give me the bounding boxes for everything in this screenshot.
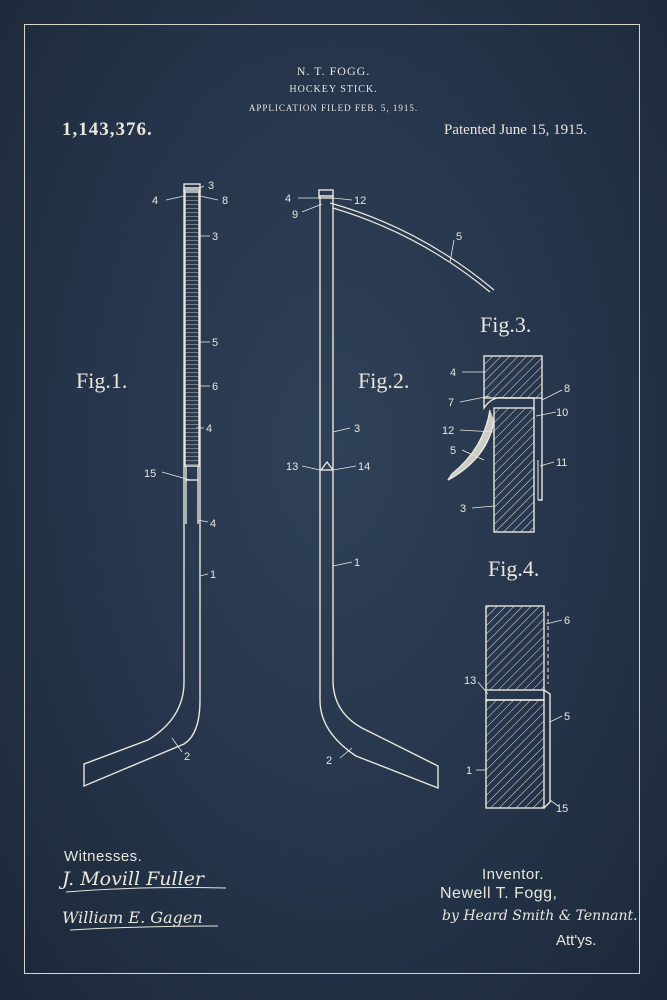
fig4-callout: 15 bbox=[556, 803, 568, 815]
fig2-callout: 13 bbox=[286, 461, 298, 473]
fig3-callout: 11 bbox=[556, 457, 567, 469]
header-title: HOCKEY STICK. bbox=[289, 84, 378, 95]
fig3-callout: 5 bbox=[450, 445, 456, 457]
fig4-callout: 6 bbox=[564, 615, 570, 627]
fig2-callouts: 4 12 9 5 3 13 14 1 2 bbox=[285, 193, 462, 767]
fig1-callout: 4 bbox=[152, 195, 158, 207]
fig2-callout: 1 bbox=[354, 557, 360, 569]
header-inventor: N. T. FOGG. bbox=[296, 64, 371, 78]
fig4-label: Fig.4. bbox=[488, 556, 540, 581]
witnesses-label: Witnesses. bbox=[64, 848, 143, 865]
fig2-callout: 12 bbox=[354, 195, 366, 207]
header-filed-date: APPLICATION FILED FEB. 5, 1915. bbox=[248, 103, 419, 113]
fig4-callout: 5 bbox=[564, 711, 570, 723]
witness2-signature: William E. Gagen bbox=[62, 908, 203, 927]
fig2-drawing bbox=[318, 189, 495, 790]
attorneys-signature: by Heard Smith & Tennant. bbox=[442, 908, 638, 924]
fig2-callout: 3 bbox=[354, 423, 360, 435]
fig3-callout: 7 bbox=[448, 397, 454, 409]
fig4-drawing bbox=[485, 605, 551, 809]
fig2-callout: 14 bbox=[358, 461, 370, 473]
signature-underlines bbox=[65, 887, 227, 931]
fig3-callout: 4 bbox=[450, 367, 456, 379]
fig2-label: Fig.2. bbox=[358, 368, 410, 393]
patent-date: Patented June 15, 1915. bbox=[444, 122, 587, 138]
inventor-label: Inventor. bbox=[482, 866, 545, 883]
fig2-callout-leaders bbox=[298, 197, 455, 759]
attorneys-label: Att'ys. bbox=[556, 932, 597, 949]
fig1-callout-leaders bbox=[161, 185, 219, 753]
fig1-callouts: 3 4 8 3 5 6 4 15 4 1 2 bbox=[144, 180, 228, 763]
witness1-signature: J. Movill Fuller bbox=[62, 868, 205, 890]
fig2-callout: 5 bbox=[456, 231, 462, 243]
fig1-callout: 2 bbox=[184, 751, 190, 763]
fig3-callouts: 4 7 8 10 12 5 11 3 bbox=[442, 367, 570, 515]
fig3-callout-leaders bbox=[459, 371, 563, 509]
fig4-callout: 13 bbox=[464, 675, 476, 687]
fig2-callout: 4 bbox=[285, 193, 291, 205]
fig3-callout: 3 bbox=[460, 503, 466, 515]
fig3-callout: 12 bbox=[442, 425, 454, 437]
fig1-callout: 1 bbox=[210, 569, 216, 581]
fig4-callout-leaders bbox=[476, 619, 563, 807]
fig4-callout: 1 bbox=[466, 765, 472, 777]
fig2-callout: 9 bbox=[292, 209, 298, 221]
fig2-callout: 2 bbox=[326, 755, 332, 767]
fig1-label: Fig.1. bbox=[76, 368, 128, 393]
fig1-callout: 8 bbox=[222, 195, 228, 207]
inventor-name: Newell T. Fogg, bbox=[440, 885, 558, 902]
fig3-callout: 10 bbox=[556, 407, 568, 419]
patent-number: 1,143,376. bbox=[62, 119, 153, 140]
fig1-callout: 3 bbox=[212, 231, 218, 243]
fig1-callout: 15 bbox=[144, 468, 156, 480]
border-frame bbox=[24, 24, 640, 974]
fig3-drawing bbox=[447, 355, 543, 533]
fig1-callout: 6 bbox=[212, 381, 218, 393]
fig1-callout: 5 bbox=[212, 337, 218, 349]
fig1-callout: 4 bbox=[210, 518, 216, 530]
fig1-callout: 4 bbox=[206, 423, 212, 435]
fig3-callout: 8 bbox=[564, 383, 570, 395]
fig3-label: Fig.3. bbox=[480, 312, 532, 337]
fig1-callout: 3 bbox=[208, 180, 214, 192]
fig1-drawing bbox=[83, 183, 201, 788]
fig4-callouts: 6 13 5 1 15 bbox=[464, 615, 570, 815]
